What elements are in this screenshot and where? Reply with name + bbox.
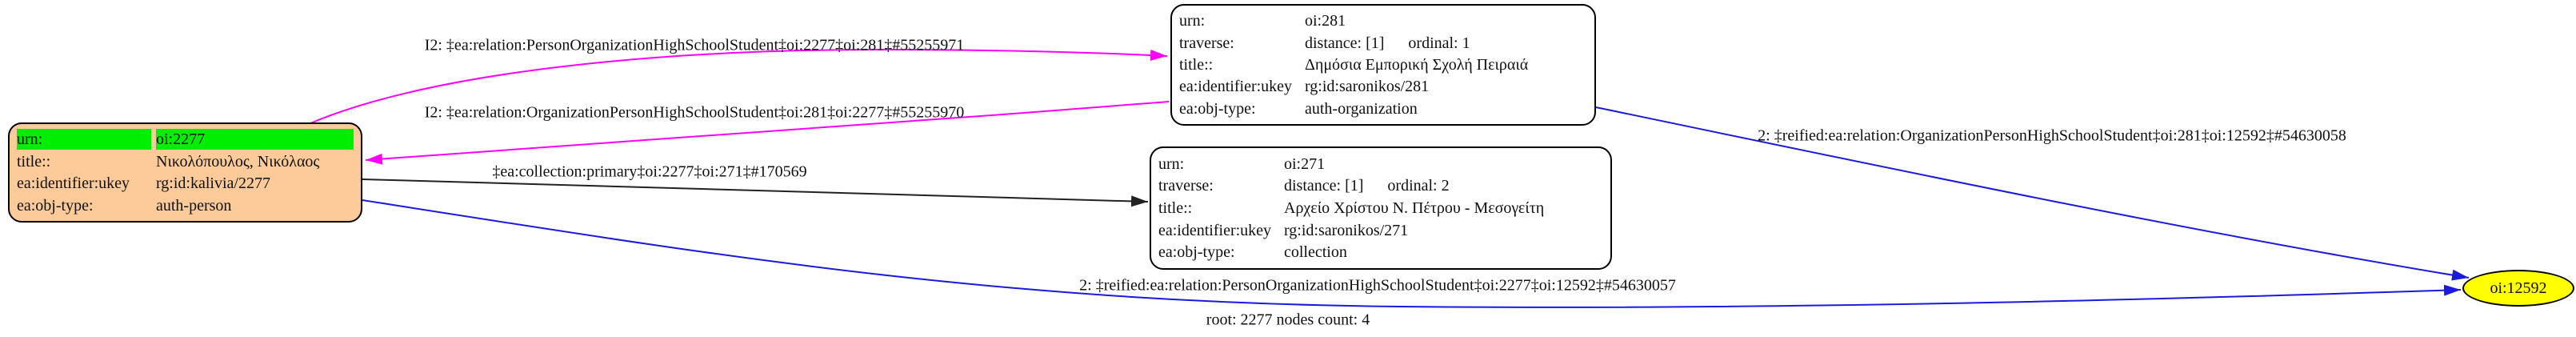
node-row: ea:obj-type: auth-organization [1172, 98, 1594, 119]
row-key: ea:obj-type: [17, 196, 94, 215]
row-value: oi:271 [1284, 154, 1326, 173]
edge-label-person-to-organization: I2: ‡ea:relation:PersonOrganizationHighS… [424, 36, 965, 54]
row-value: Δημόσια Εμπορική Σχολή Πειραιά [1305, 55, 1529, 74]
row-key: urn: [17, 129, 151, 150]
row-value: Νικολόπουλος, Νικόλαος [156, 152, 320, 171]
row-value: oi:281 [1305, 12, 1346, 30]
row-key: title:: [1158, 199, 1193, 217]
node-row: traverse: distance: [1] ordinal: 1 [1172, 33, 1594, 54]
row-key: ea:obj-type: [1158, 243, 1235, 262]
node-row: traverse: distance: [1] ordinal: 2 [1151, 175, 1610, 196]
row-key: ea:identifier:ukey [1179, 78, 1293, 96]
node-row: urn: oi:2277 [10, 129, 361, 150]
row-value: auth-organization [1305, 99, 1418, 118]
node-row: ea:identifier:ukey rg:id:kalivia/2277 [10, 173, 361, 194]
row-value: collection [1284, 243, 1347, 262]
row-key: title:: [17, 152, 51, 171]
edge-label-organization-to-target: 2: ‡reified:ea:relation:OrganizationPers… [1758, 126, 2346, 145]
row-key: urn: [1179, 12, 1206, 30]
node-organization-281[interactable]: urn: oi:281 traverse: distance: [1] ordi… [1170, 4, 1596, 126]
edge-person-to-target [362, 199, 2462, 308]
node-row: ea:identifier:ukey rg:id:saronikos/271 [1151, 220, 1610, 241]
node-collection-271[interactable]: urn: oi:271 traverse: distance: [1] ordi… [1150, 146, 1612, 270]
row-key: traverse: [1158, 177, 1214, 195]
node-row: title:: Νικολόπουλος, Νικόλαος [10, 151, 361, 172]
node-row: urn: oi:281 [1172, 10, 1594, 31]
target-label: oi:12592 [2490, 279, 2547, 297]
row-value: distance: [1] [1284, 177, 1364, 195]
row-value: rg:id:saronikos/281 [1305, 78, 1430, 96]
row-value: oi:2277 [156, 129, 354, 150]
node-row: ea:obj-type: collection [1151, 242, 1610, 263]
node-row: ea:identifier:ukey rg:id:saronikos/281 [1172, 76, 1594, 97]
edge-label-person-to-collection: ‡ea:collection:primary‡oi:2277‡oi:271‡#1… [492, 162, 807, 181]
edge-person-to-organization [310, 48, 1168, 124]
node-row: urn: oi:271 [1151, 154, 1610, 175]
row-value-ordinal: ordinal: 1 [1408, 34, 1470, 52]
graph-label: root: 2277 nodes count: 4 [1206, 311, 1370, 329]
row-value: rg:id:kalivia/2277 [156, 175, 270, 193]
node-row: title:: Αρχείο Χρίστου Ν. Πέτρου - Μεσογ… [1151, 198, 1610, 219]
row-key: title:: [1179, 55, 1214, 74]
row-value-ordinal: ordinal: 2 [1387, 177, 1450, 195]
edge-label-person-to-target: 2: ‡reified:ea:relation:PersonOrganizati… [1079, 276, 1676, 295]
node-target-12592[interactable]: oi:12592 [2462, 270, 2574, 307]
row-key: urn: [1158, 154, 1185, 173]
edge-organization-to-target [1595, 106, 2470, 281]
row-key: ea:identifier:ukey [1158, 221, 1272, 239]
edge-label-organization-to-person: I2: ‡ea:relation:OrganizationPersonHighS… [424, 103, 965, 122]
node-row: ea:obj-type: auth-person [10, 195, 361, 216]
row-value: auth-person [156, 196, 232, 215]
row-value: rg:id:saronikos/271 [1284, 221, 1409, 239]
row-value: Αρχείο Χρίστου Ν. Πέτρου - Μεσογείτη [1284, 199, 1545, 217]
edge-person-to-collection [362, 179, 1149, 207]
row-key: traverse: [1179, 34, 1234, 52]
row-key: ea:obj-type: [1179, 99, 1256, 118]
row-value: distance: [1] [1305, 34, 1385, 52]
node-person-2277[interactable]: urn: oi:2277 title:: Νικολόπουλος, Νικόλ… [8, 122, 362, 223]
row-key: ea:identifier:ukey [17, 175, 130, 193]
node-row: title:: Δημόσια Εμπορική Σχολή Πειραιά [1172, 54, 1594, 75]
